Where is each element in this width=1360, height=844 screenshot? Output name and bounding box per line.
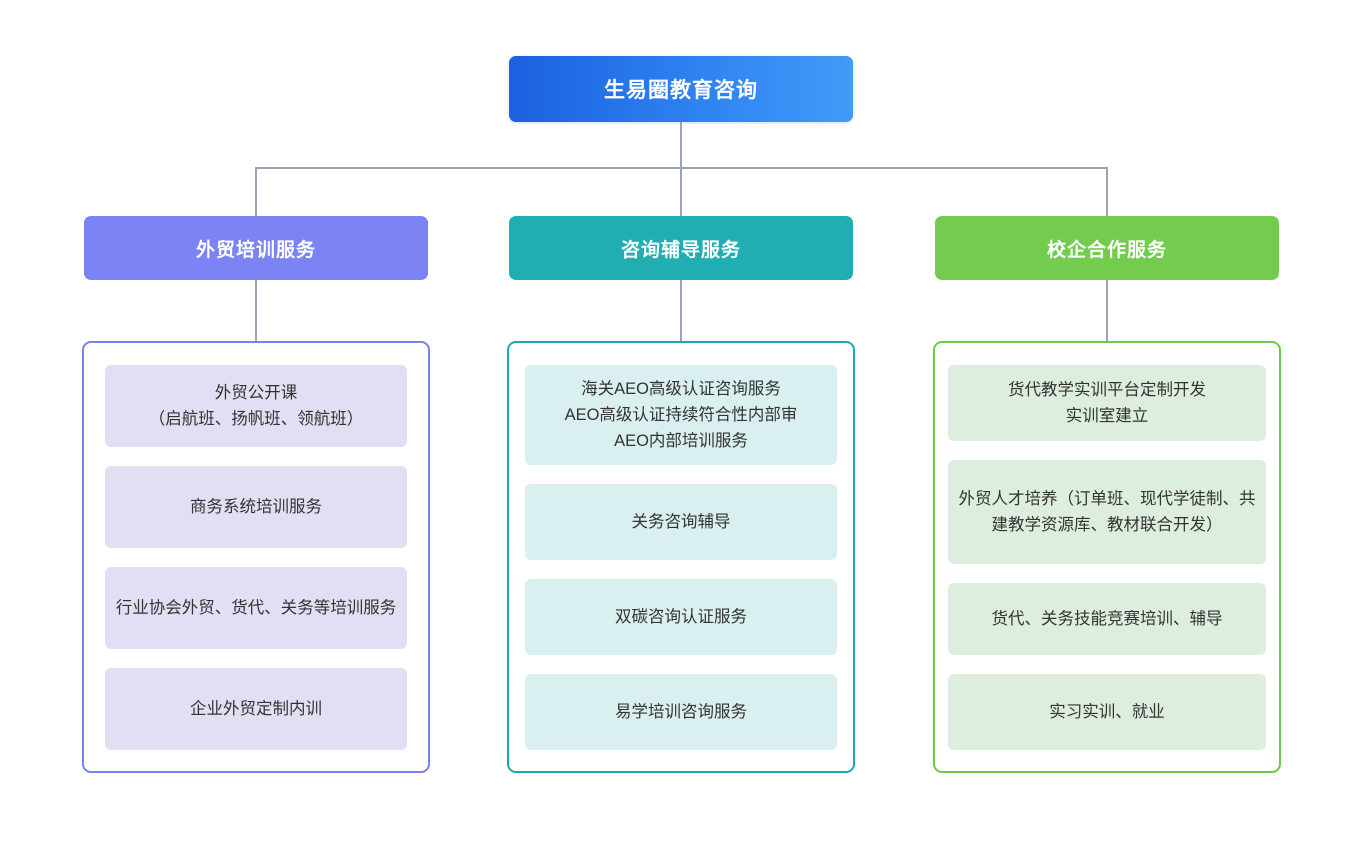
list-item[interactable]: 行业协会外贸、货代、关务等培训服务: [105, 566, 407, 649]
category-header-1[interactable]: 外贸培训服务: [84, 216, 428, 280]
list-item[interactable]: 海关AEO高级认证咨询服务 AEO高级认证持续符合性内部审 AEO内部培训服务: [525, 364, 837, 465]
connector-bus-to-col2: [680, 167, 682, 216]
connector-col3-header-to-group: [1106, 280, 1108, 342]
list-item[interactable]: 外贸公开课 （启航班、扬帆班、领航班）: [105, 364, 407, 447]
list-item[interactable]: 货代、关务技能竞赛培训、辅导: [948, 582, 1266, 655]
category-header-2[interactable]: 咨询辅导服务: [509, 216, 853, 280]
root-node[interactable]: 生易圈教育咨询: [509, 56, 853, 122]
category-header-3[interactable]: 校企合作服务: [935, 216, 1279, 280]
root-node-label: 生易圈教育咨询: [604, 79, 758, 102]
connector-root-stem: [680, 122, 682, 168]
list-item[interactable]: 关务咨询辅导: [525, 483, 837, 560]
list-item[interactable]: 双碳咨询认证服务: [525, 578, 837, 655]
list-item[interactable]: 实习实训、就业: [948, 673, 1266, 750]
connector-bus-to-col3: [1106, 167, 1108, 216]
items-container-2: 海关AEO高级认证咨询服务 AEO高级认证持续符合性内部审 AEO内部培训服务 …: [507, 341, 855, 773]
connector-col1-header-to-group: [255, 280, 257, 342]
list-item[interactable]: 商务系统培训服务: [105, 465, 407, 548]
list-item[interactable]: 企业外贸定制内训: [105, 667, 407, 750]
items-container-3: 货代教学实训平台定制开发 实训室建立 外贸人才培养（订单班、现代学徒制、共建教学…: [933, 341, 1281, 773]
connector-col2-header-to-group: [680, 280, 682, 342]
category-header-3-label: 校企合作服务: [1046, 239, 1167, 261]
items-container-1: 外贸公开课 （启航班、扬帆班、领航班） 商务系统培训服务 行业协会外贸、货代、关…: [82, 341, 430, 773]
category-header-2-label: 咨询辅导服务: [620, 239, 741, 261]
category-header-1-label: 外贸培训服务: [195, 239, 316, 261]
connector-bus-to-col1: [255, 167, 257, 216]
list-item[interactable]: 外贸人才培养（订单班、现代学徒制、共建教学资源库、教材联合开发）: [948, 459, 1266, 564]
list-item[interactable]: 货代教学实训平台定制开发 实训室建立: [948, 364, 1266, 441]
list-item[interactable]: 易学培训咨询服务: [525, 673, 837, 750]
